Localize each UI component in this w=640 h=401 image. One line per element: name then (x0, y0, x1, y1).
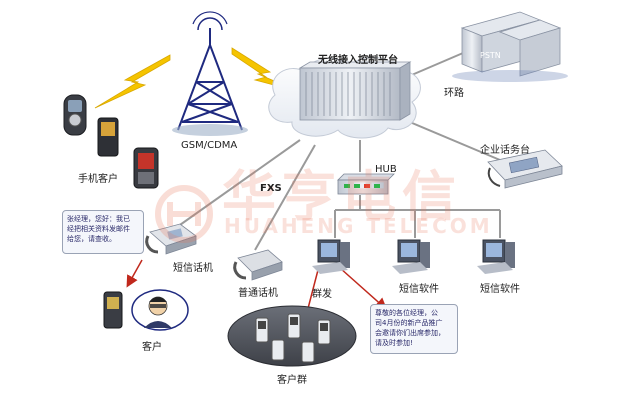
sms-bubble-right: 尊敬的各位经理，公 司4月份的新产品推广 会邀请你们出席参加， 请及时参加! (370, 304, 458, 354)
label-sms-software-2: 短信软件 (480, 284, 520, 295)
label-customer-group: 客户群 (277, 375, 307, 386)
label-pstn: PSTN (480, 51, 501, 60)
pc-3-icon (477, 239, 515, 274)
arrow-smsphone-customer (126, 259, 143, 288)
tower-base (172, 124, 248, 136)
label-normal-phone: 普通话机 (238, 288, 278, 299)
label-platform: 无线接入控制平台 (318, 55, 398, 66)
label-mobile-clients: 手机客户 (78, 174, 118, 185)
label-sms-software-1: 短信软件 (399, 284, 439, 295)
watermark-cn: 华亨电信 (222, 165, 462, 228)
platform-server-icon (298, 61, 412, 121)
label-customer: 客户 (142, 342, 162, 353)
label-ring: 环路 (444, 88, 464, 99)
mobile-phones-icon (63, 94, 159, 189)
sms-bubble-left: 张经理，您好：我已 经把相关资料发邮件 给您，请查收。 (62, 210, 144, 254)
lightning-left-icon (94, 54, 171, 109)
arrow-pc-to-bubble (339, 267, 388, 310)
connection-lines (169, 49, 501, 251)
pc-2-icon (392, 239, 430, 274)
line-platform-smsphone (169, 139, 301, 233)
label-hub: HUB (375, 164, 397, 175)
label-group-send: 群发 (312, 289, 332, 300)
hub-icon (337, 173, 395, 195)
pc-1-icon (312, 239, 350, 274)
label-fxs: FXS (260, 183, 282, 194)
group-phones-icon (255, 313, 331, 363)
console-phone-icon (487, 149, 563, 189)
line-platform-normalphone (254, 144, 316, 251)
watermark-logo (155, 185, 213, 243)
gsm-tower-icon (177, 11, 243, 131)
sms-desk-phone-icon (145, 223, 197, 255)
line-platform-console (404, 119, 501, 161)
normal-phone-icon (233, 249, 283, 281)
label-gsm: GSM/CDMA (181, 140, 238, 151)
customer-phone-icon (103, 291, 123, 329)
watermark-en: HUAHENG TELECOM (224, 214, 493, 238)
label-enterprise-console: 企业话务台 (480, 145, 530, 156)
label-sms-phone: 短信话机 (173, 263, 213, 274)
pstn-server-icon (452, 11, 568, 82)
customer-avatar-icon (131, 289, 189, 331)
